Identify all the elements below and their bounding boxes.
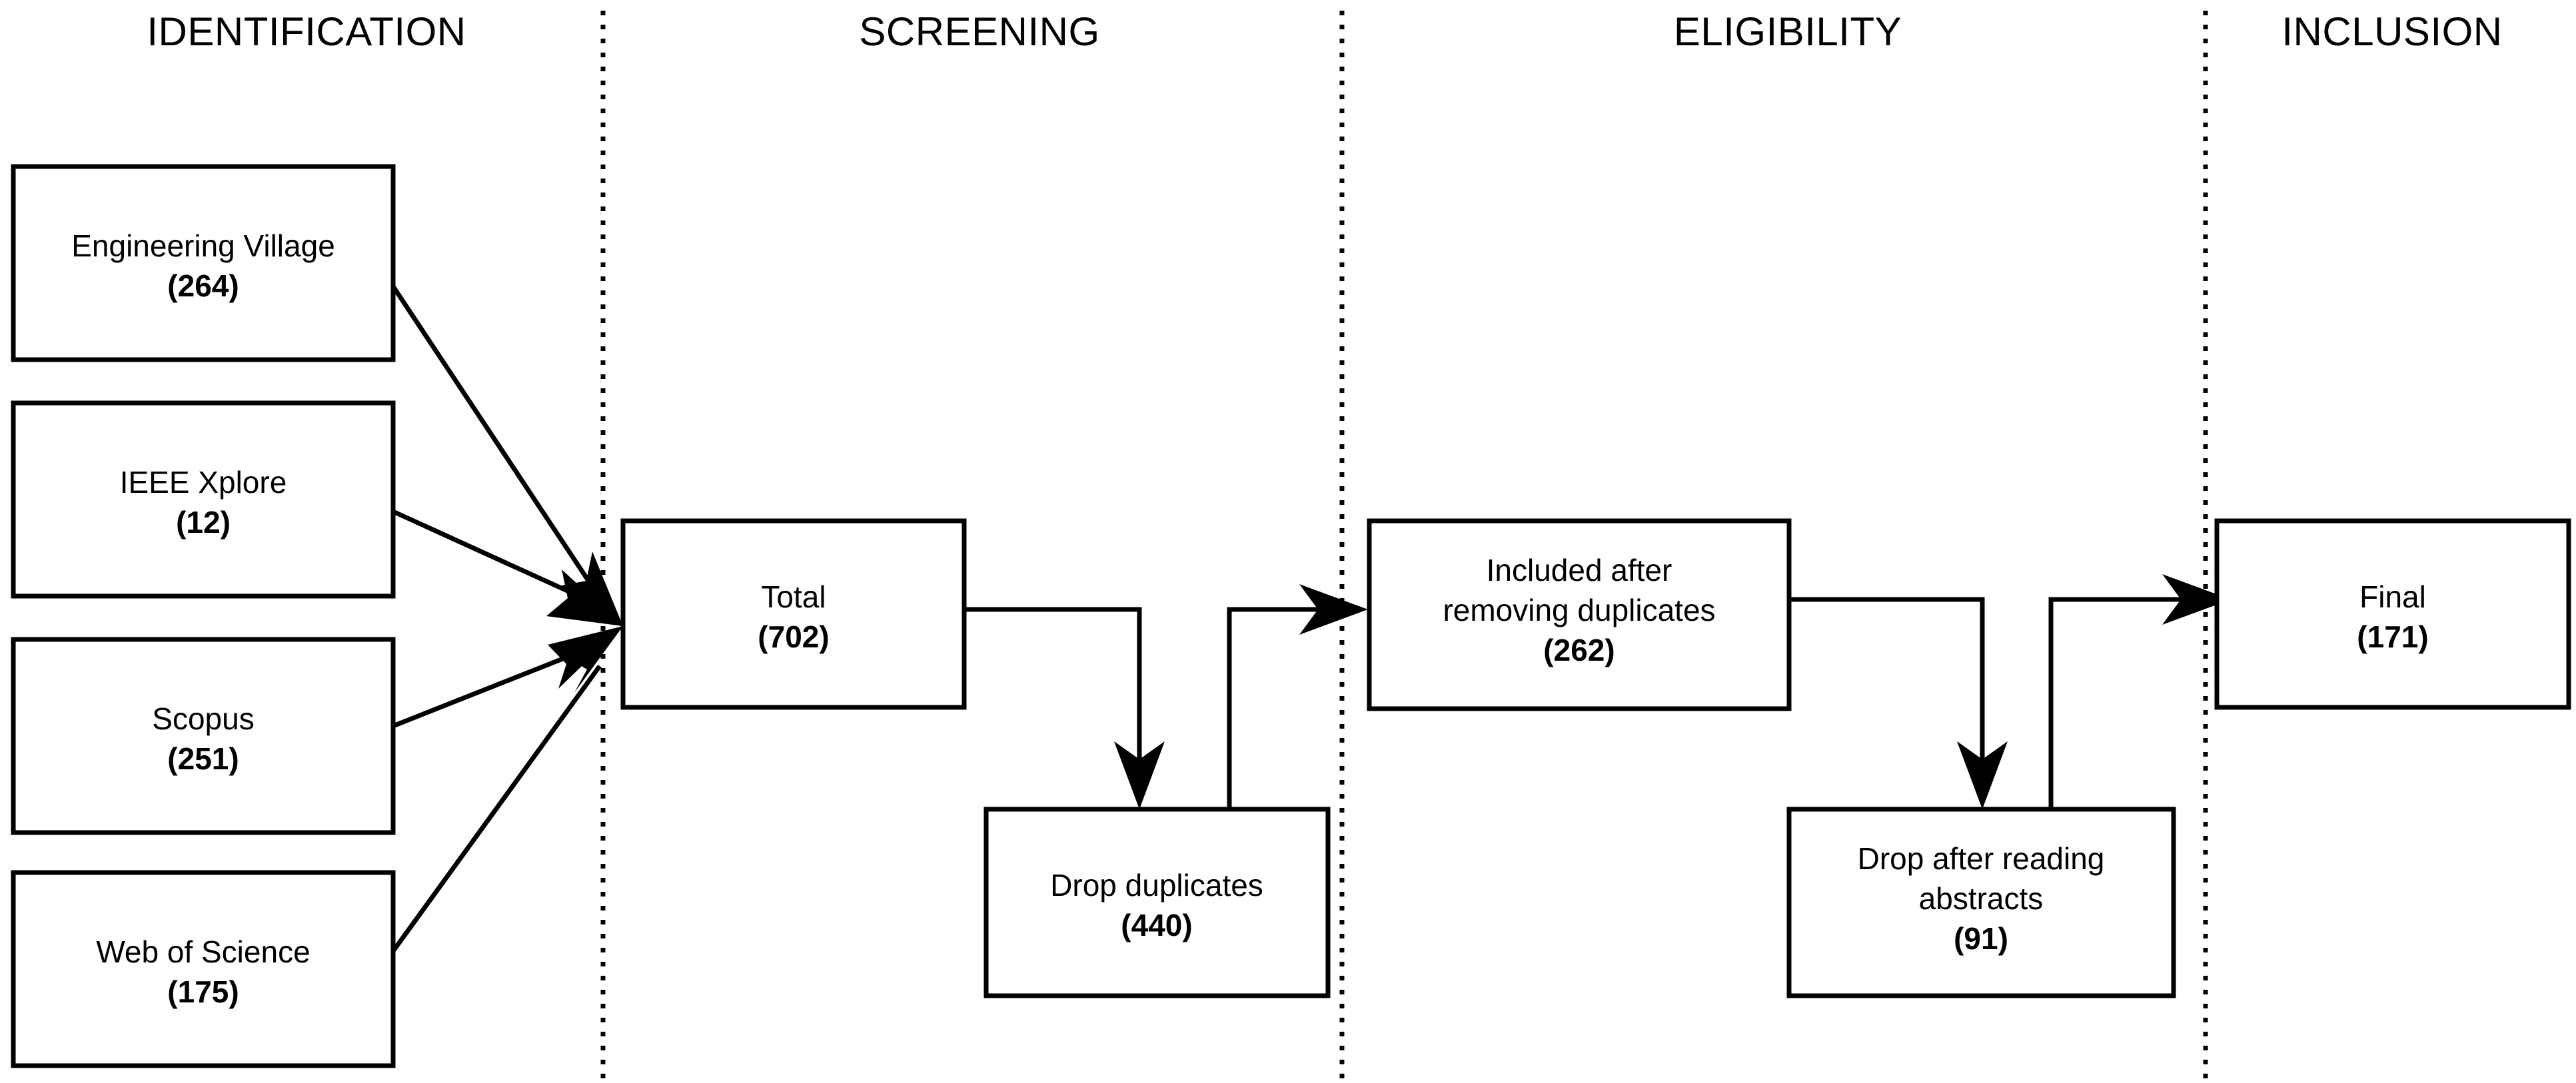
- node-scopus[interactable]: Scopus (251): [11, 637, 396, 835]
- node-count-engineering-village: (264): [167, 268, 239, 303]
- node-box-scopus[interactable]: [11, 637, 396, 835]
- node-drop-after-reading-abstracts[interactable]: Drop after reading abstracts (91): [1786, 807, 2176, 998]
- node-count-web-of-science: (175): [167, 974, 239, 1009]
- edge-included-to-drop-abstracts: [1789, 597, 2008, 809]
- node-final[interactable]: Final (171): [2214, 518, 2571, 710]
- node-web-of-science[interactable]: Web of Science (175): [11, 870, 396, 1068]
- node-label-total: Total: [761, 579, 826, 614]
- node-label-included-line-2: removing duplicates: [1443, 593, 1715, 627]
- node-engineering-village[interactable]: Engineering Village (264): [11, 164, 396, 362]
- edge-drop-abstracts-to-final: [2048, 574, 2231, 809]
- node-box-total[interactable]: [620, 518, 967, 710]
- node-label-drop-abstracts-line-2: abstracts: [1919, 881, 2044, 916]
- node-box-ieee-xplore[interactable]: [11, 400, 396, 599]
- node-count-total: (702): [758, 619, 829, 654]
- node-label-engineering-village: Engineering Village: [71, 228, 335, 263]
- node-count-ieee-xplore: (12): [176, 505, 231, 540]
- node-label-final: Final: [2359, 579, 2426, 614]
- node-box-engineering-village[interactable]: [11, 164, 396, 362]
- node-box-drop-after-reading-abstracts[interactable]: [1786, 807, 2176, 998]
- edge-scopus-to-total: [392, 626, 623, 729]
- node-label-drop-abstracts-line-1: Drop after reading: [1858, 841, 2105, 876]
- node-label-drop-duplicates: Drop duplicates: [1050, 868, 1263, 902]
- stage-header-inclusion: INCLUSION: [2281, 9, 2502, 54]
- node-count-drop-after-reading-abstracts: (91): [1954, 921, 2008, 956]
- edge-web-of-science-to-total: [391, 626, 623, 953]
- node-drop-duplicates[interactable]: Drop duplicates (440): [983, 807, 1331, 998]
- edge-ieee-xplore-to-total: [392, 509, 623, 626]
- node-count-scopus: (251): [167, 741, 239, 776]
- stage-header-screening: SCREENING: [859, 9, 1099, 54]
- node-box-drop-duplicates[interactable]: [983, 807, 1331, 998]
- stage-header-eligibility: ELIGIBILITY: [1674, 9, 1902, 54]
- node-included-after-removing-duplicates[interactable]: Included after removing duplicates (262): [1367, 518, 1792, 711]
- node-count-included-after-removing-duplicates: (262): [1543, 633, 1614, 667]
- node-count-drop-duplicates: (440): [1121, 908, 1192, 942]
- node-box-web-of-science[interactable]: [11, 870, 396, 1068]
- node-box-final[interactable]: [2214, 518, 2571, 710]
- node-label-web-of-science: Web of Science: [96, 934, 310, 969]
- stage-header-identification: IDENTIFICATION: [147, 9, 466, 54]
- node-label-ieee-xplore: IEEE Xplore: [120, 465, 287, 500]
- edge-total-to-drop-duplicates: [964, 607, 1165, 809]
- edge-engineering-village-to-total: [391, 285, 623, 626]
- node-label-scopus: Scopus: [152, 701, 254, 736]
- node-total[interactable]: Total (702): [620, 518, 967, 710]
- node-count-final: (171): [2357, 619, 2428, 654]
- edge-drop-duplicates-to-included: [1227, 584, 1368, 809]
- node-box-included-after-removing-duplicates[interactable]: [1367, 518, 1792, 711]
- node-label-included-line-1: Included after: [1487, 553, 1672, 587]
- node-ieee-xplore[interactable]: IEEE Xplore (12): [11, 400, 396, 599]
